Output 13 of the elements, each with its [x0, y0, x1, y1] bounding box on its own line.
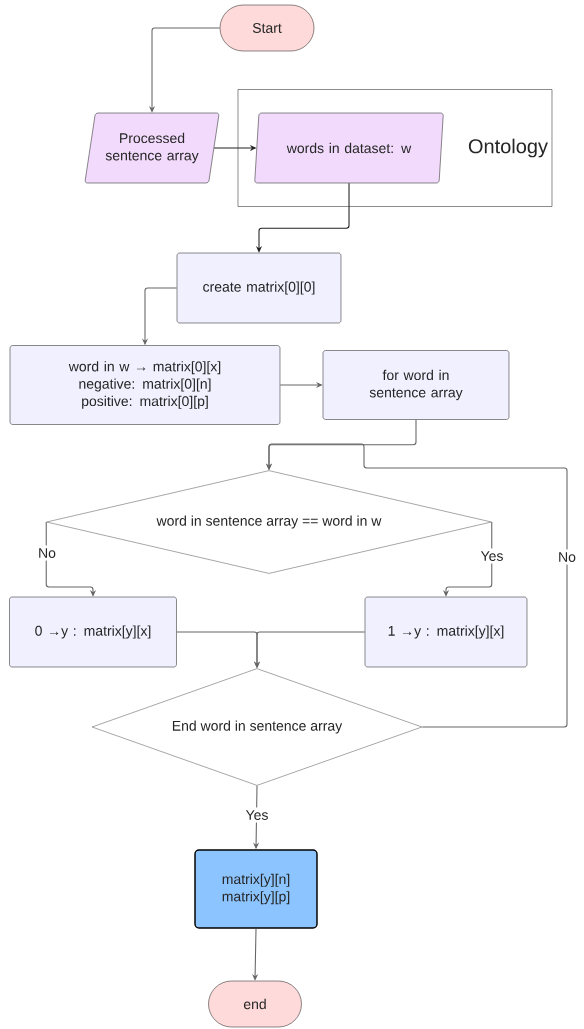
edge-label: No [555, 549, 579, 565]
process-box: 1 →y : matrix[y][x] [364, 596, 528, 668]
edge-label: Yes [477, 548, 507, 564]
terminal-oval: end [208, 980, 302, 1028]
process-box: 0 →y : matrix[y][x] [9, 596, 177, 668]
edge-label: No [35, 545, 59, 561]
edge-label: Yes [242, 807, 272, 823]
process-box: for word in sentence array [322, 350, 510, 420]
process-box: word in w → matrix[0][x] negative: matrix[0][n] positive: matrix[0][p] [9, 345, 281, 425]
data-parallelogram: Processed sentence array [84, 112, 220, 184]
result-box: matrix[y][n] matrix[y][p] [194, 849, 318, 929]
data-parallelogram: words in dataset: w [254, 112, 444, 184]
process-box: create matrix[0][0] [176, 252, 342, 324]
